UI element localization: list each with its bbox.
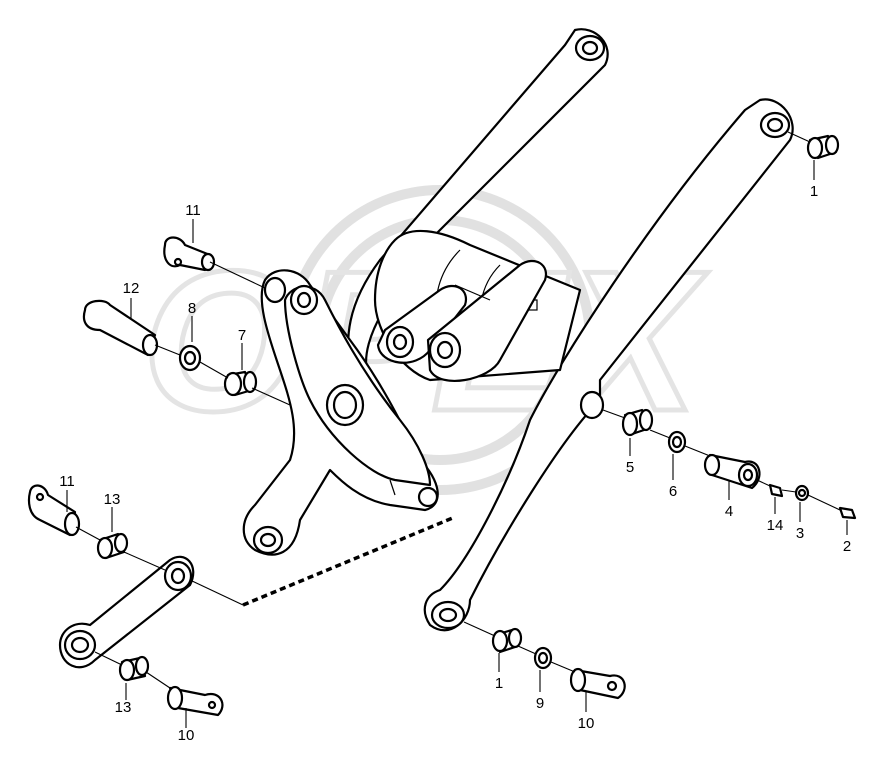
bushing-1-lower — [491, 627, 523, 654]
pin-10-right — [569, 667, 626, 700]
washer-8 — [178, 344, 202, 372]
right-lift-arm — [423, 98, 794, 632]
assembly-lines — [75, 131, 841, 689]
callout-2: 2 — [843, 538, 851, 555]
pin-12 — [82, 299, 159, 357]
part-14 — [768, 483, 784, 498]
callout-8: 8 — [188, 300, 196, 317]
callout-11-top: 11 — [185, 202, 201, 219]
pin-11-top — [163, 236, 216, 272]
callout-6: 6 — [669, 483, 677, 500]
callout-9: 9 — [536, 695, 544, 712]
callout-3: 3 — [796, 525, 804, 542]
small-link — [58, 555, 195, 669]
washer-6 — [667, 430, 687, 454]
callout-1-upper: 1 — [810, 183, 818, 200]
callout-13-upper: 13 — [104, 491, 121, 508]
bushing-5 — [621, 408, 654, 437]
cross-tube — [373, 229, 582, 382]
callout-11-lower: 11 — [59, 473, 75, 490]
callout-12: 12 — [123, 280, 140, 297]
callout-10-right: 10 — [578, 715, 595, 732]
callout-13-lower: 13 — [115, 699, 132, 716]
pin-11-lower — [27, 484, 81, 537]
pin-10-left — [166, 685, 224, 717]
assembly-dashed-line — [242, 515, 456, 607]
left-lift-arm — [347, 28, 609, 387]
bushing-1-upper — [806, 134, 840, 160]
callout-14: 14 — [767, 517, 784, 534]
callout-7: 7 — [238, 327, 246, 344]
callout-10-left: 10 — [178, 727, 195, 744]
bushing-7 — [223, 370, 258, 397]
pin-4 — [703, 453, 761, 490]
callout-4: 4 — [725, 503, 733, 520]
bell-crank — [242, 269, 439, 556]
bushing-13-lower — [118, 655, 150, 682]
washer-9 — [533, 646, 553, 670]
washer-3 — [794, 484, 810, 502]
callout-1-lower: 1 — [495, 675, 503, 692]
callout-labels: 11 12 8 7 11 13 13 10 1 5 6 4 14 3 2 1 9… — [59, 183, 851, 744]
bushing-13-upper — [96, 532, 129, 560]
bolt-2 — [838, 506, 857, 520]
callout-5: 5 — [626, 459, 634, 476]
callout-leaders — [66, 160, 848, 728]
